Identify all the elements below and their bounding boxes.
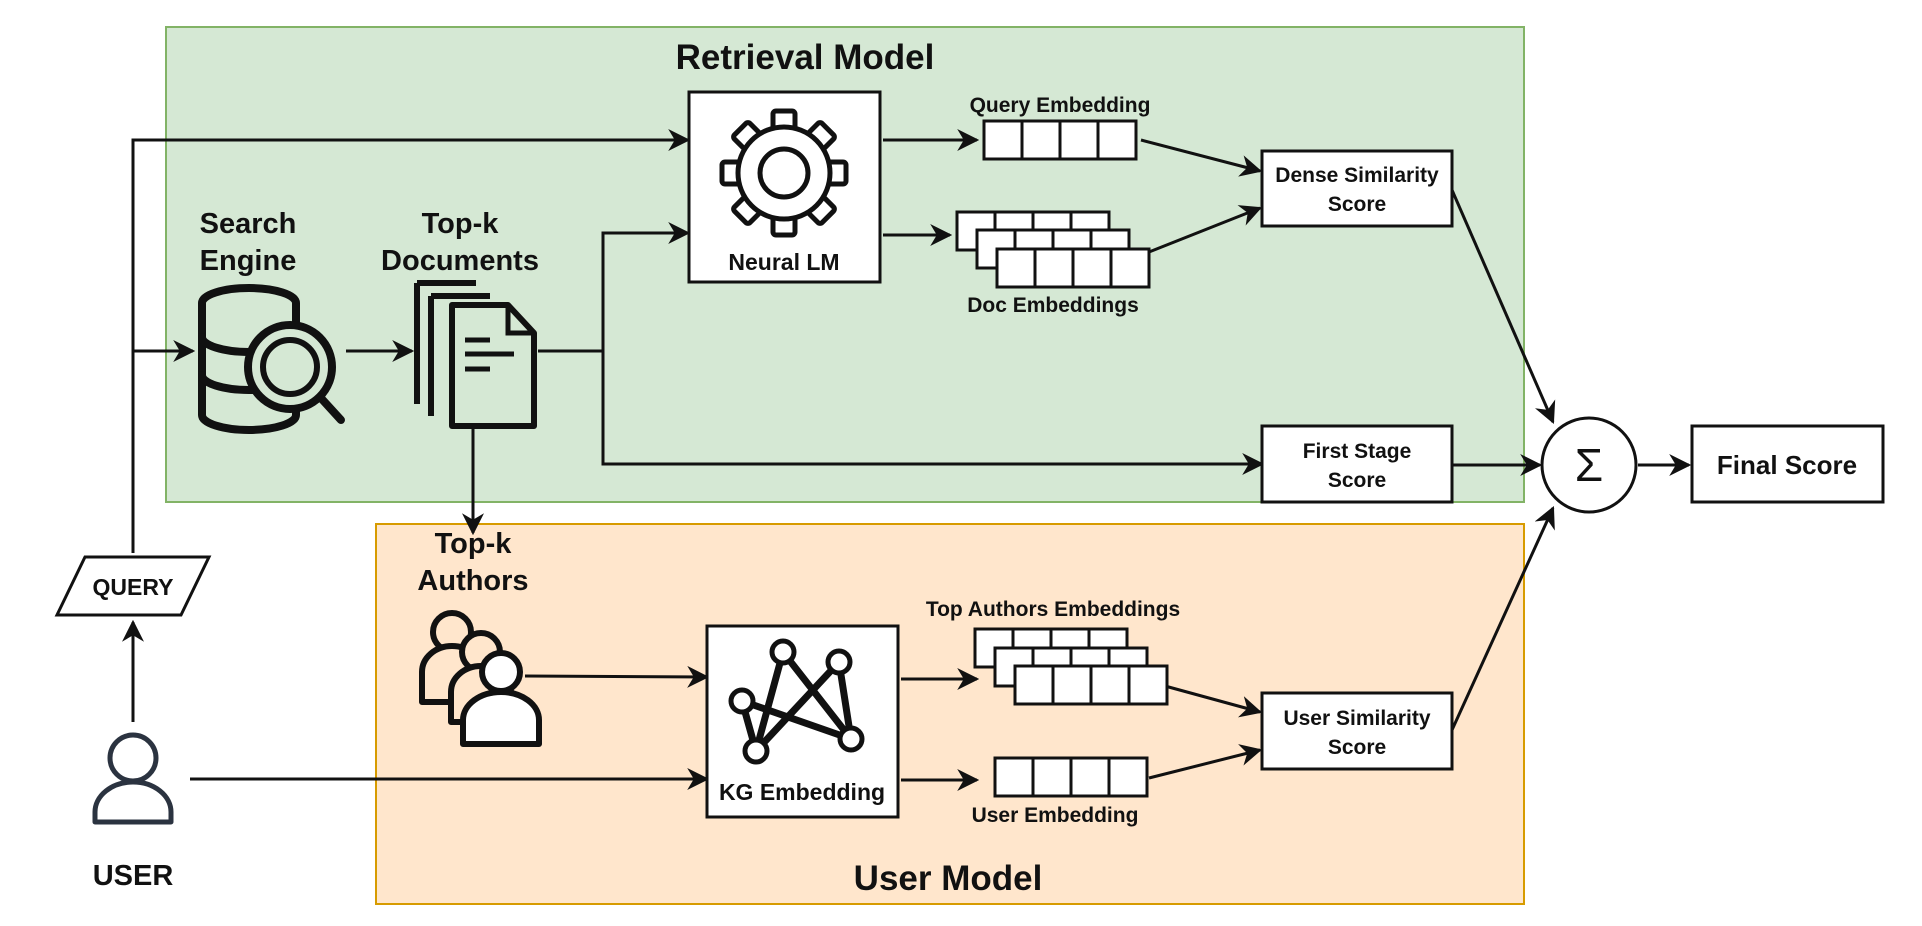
top-authors-label-line1: Top-k <box>435 528 513 560</box>
edge-query-to-neural-lm <box>131 129 691 553</box>
dense-similarity-box <box>1260 149 1454 228</box>
final-score-label: Final Score <box>1717 450 1857 480</box>
first-stage-box <box>1260 424 1454 504</box>
edge-dense-to-sum <box>1450 189 1556 425</box>
user-model-title: User Model <box>854 859 1043 898</box>
gear-icon <box>719 108 849 238</box>
retrieval-model-title: Retrieval Model <box>676 38 935 77</box>
first-stage-label-line2: Score <box>1328 469 1386 492</box>
final-score-box <box>1690 424 1885 504</box>
doc-embeddings-label: Doc Embeddings <box>967 294 1139 317</box>
query-embedding-vector <box>982 119 1138 161</box>
user-similarity-box <box>1260 691 1454 771</box>
query-embedding-label: Query Embedding <box>970 94 1151 117</box>
edge-authors-to-kg <box>524 665 710 688</box>
edge-user-sim-to-sum <box>1450 505 1555 731</box>
top-authors-embeddings-stack <box>973 627 1169 706</box>
dense-similarity-label-line1: Dense Similarity <box>1275 164 1439 187</box>
dense-similarity-label-line2: Score <box>1328 193 1386 216</box>
edge-doc-emb-to-dense <box>1148 205 1263 254</box>
top-docs-label-line2: Documents <box>381 245 539 277</box>
sum-symbol: Σ <box>1575 439 1603 491</box>
doc-embeddings-stack <box>955 210 1151 289</box>
edge-query-emb-to-dense <box>1140 138 1263 177</box>
top-docs-label-line1: Top-k <box>422 208 500 240</box>
search-engine-label-line2: Engine <box>200 245 297 277</box>
neural-lm-label: Neural LM <box>728 249 839 275</box>
first-stage-label-line1: First Stage <box>1303 440 1412 463</box>
user-similarity-label-line2: Score <box>1328 736 1386 759</box>
edge-user-emb-to-user-sim <box>1148 744 1263 780</box>
documents-icon <box>414 280 537 429</box>
user-icon <box>92 732 174 825</box>
edge-authors-emb-to-user-sim <box>1164 684 1263 718</box>
top-authors-label-line2: Authors <box>417 565 528 597</box>
user-embedding-label: User Embedding <box>972 804 1139 827</box>
user-embedding-vector <box>993 756 1149 798</box>
query-label: QUERY <box>93 574 174 600</box>
graph-icon <box>728 638 865 765</box>
database-search-icon <box>198 284 345 434</box>
user-label: USER <box>93 860 174 892</box>
edge-docs-to-first-stage <box>601 351 1265 475</box>
user-similarity-label-line1: User Similarity <box>1283 707 1430 730</box>
search-engine-label-line1: Search <box>200 208 297 240</box>
users-group-icon <box>419 610 542 747</box>
kg-embedding-label: KG Embedding <box>719 779 885 805</box>
sum-node <box>1540 416 1638 514</box>
edge-docs-to-neural-lm <box>538 222 691 353</box>
top-authors-embeddings-label: Top Authors Embeddings <box>926 598 1180 621</box>
query-node <box>54 555 212 617</box>
